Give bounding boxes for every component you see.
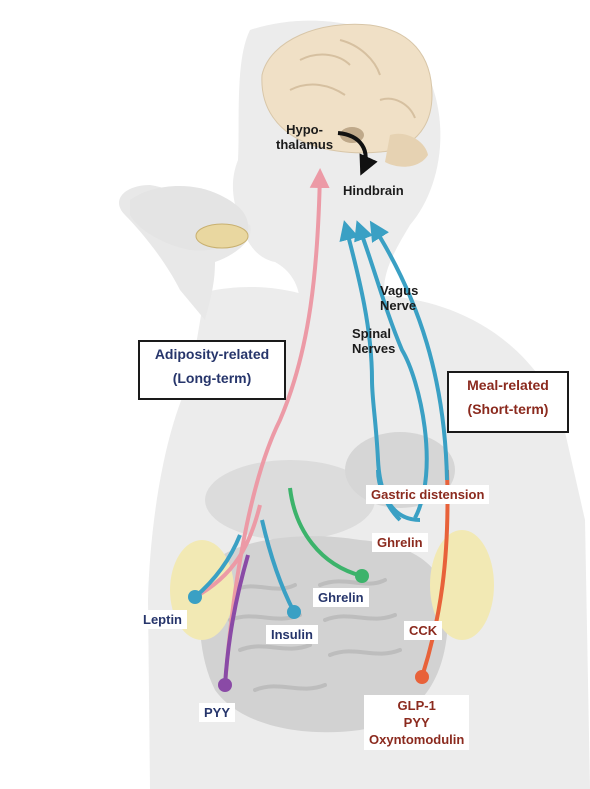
glp1-pyy-oxyntomodulin-label: GLP-1 PYY Oxyntomodulin <box>364 695 469 750</box>
vagus-nerve-label: Vagus Nerve <box>380 283 418 313</box>
cck-label: CCK <box>404 621 442 640</box>
insulin-source-dot <box>287 605 301 619</box>
leptin-label: Leptin <box>138 610 187 629</box>
hypothalamus-label: Hypo- thalamus <box>276 122 333 152</box>
adiposity-related-subtitle: (Long-term) <box>140 366 284 390</box>
ghrelin-stomach-label: Ghrelin <box>372 533 428 552</box>
meal-related-title: Meal-related <box>449 373 567 397</box>
ghrelin-label: Ghrelin <box>313 588 369 607</box>
meal-related-subtitle: (Short-term) <box>449 397 567 421</box>
pyy-source-dot <box>218 678 232 692</box>
spinal-nerves-label: Spinal Nerves <box>352 326 395 356</box>
ghrelin-source-dot <box>355 569 369 583</box>
hindbrain-label: Hindbrain <box>343 183 404 198</box>
adiposity-related-title: Adiposity-related <box>140 342 284 366</box>
gut-hormone-source-dot <box>415 670 429 684</box>
pyy-label: PYY <box>199 703 235 722</box>
gastric-distension-label: Gastric distension <box>366 485 489 504</box>
food-item <box>196 224 248 248</box>
meal-related-box: Meal-related (Short-term) <box>447 371 569 433</box>
leptin-source-dot <box>188 590 202 604</box>
adiposity-related-box: Adiposity-related (Long-term) <box>138 340 286 400</box>
insulin-label: Insulin <box>266 625 318 644</box>
